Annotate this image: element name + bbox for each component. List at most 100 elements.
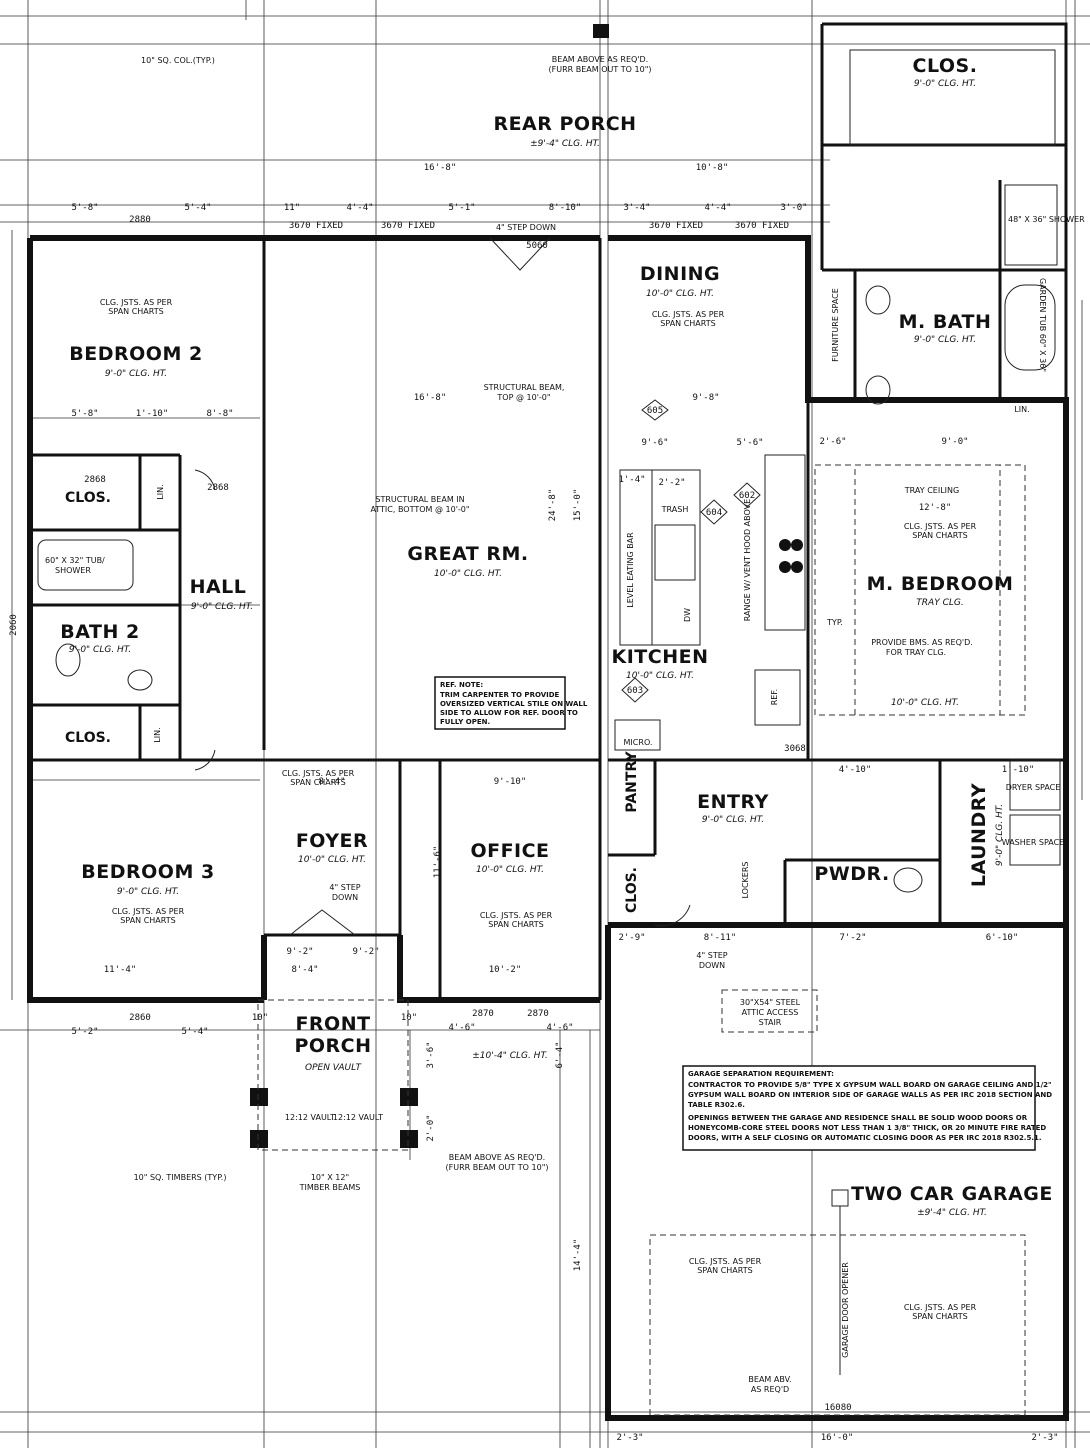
master-bedroom-label: M. BEDROOM — [867, 573, 1014, 595]
front-porch-label-2: PORCH — [294, 1035, 371, 1057]
entry-label: ENTRY — [697, 791, 769, 813]
dim: 9'-2" — [286, 947, 313, 957]
note-joists-foyer-1: CLG. JSTS. AS PER — [282, 769, 355, 778]
note-joists-1: CLG. JSTS. AS PER — [100, 298, 173, 307]
garage-separation-box: GARAGE SEPARATION REQUIREMENT: CONTRACTO… — [682, 1065, 1052, 1151]
note-joists-mbr-2: SPAN CHARTS — [912, 531, 967, 540]
garden-tub — [1004, 284, 1056, 371]
note-attic-stair-2: ATTIC ACCESS — [742, 1008, 799, 1017]
dim: 9'-8" — [692, 393, 719, 403]
note-vault-left: 12:12 VAULT — [285, 1113, 335, 1122]
dim: 4'-6" — [448, 1023, 475, 1033]
office-clg: 10'-0" CLG. HT. — [476, 865, 544, 875]
pantry-label: PANTRY — [624, 751, 640, 813]
note-lin-2: LIN. — [153, 727, 162, 742]
note-garage-opener: GARAGE DOOR OPENER — [841, 1262, 850, 1358]
dim: 2870 — [472, 1009, 494, 1019]
toilet — [55, 643, 81, 677]
note-lin-1: LIN. — [156, 484, 165, 499]
note-step-foyer-1: 4" STEP — [329, 883, 360, 892]
dim: 2880 — [129, 215, 151, 225]
garage-sep-title: GARAGE SEPARATION REQUIREMENT: — [688, 1070, 834, 1078]
note-joists-garage2-1: CLG. JSTS. AS PER — [904, 1303, 977, 1312]
note-joists-dining-1: CLG. JSTS. AS PER — [652, 310, 725, 319]
master-bath-label: M. BATH — [899, 311, 992, 333]
dim: 3'-6" — [426, 1041, 436, 1068]
elevation-tags: 605 604 602 603 — [621, 399, 761, 703]
dim: 5060 — [526, 241, 548, 251]
sink — [865, 285, 891, 315]
foyer-clg: 10'-0" CLG. HT. — [298, 855, 366, 865]
laundry-label: LAUNDRY — [968, 783, 990, 887]
dim: 5'-4" — [184, 203, 211, 213]
dim: 8'-4" — [318, 777, 345, 787]
dim: 9'-2" — [352, 947, 379, 957]
note-tub-shower-2: SHOWER — [55, 566, 91, 575]
sink — [865, 375, 891, 405]
dim: 2'-3" — [616, 1433, 643, 1443]
dim: 10" — [401, 1013, 417, 1023]
note-timbers-typ: 10" SQ. TIMBERS (TYP.) — [134, 1173, 227, 1182]
dim: 3670 FIXED — [289, 221, 343, 231]
dim: 3670 FIXED — [381, 221, 435, 231]
note-typ: TYP. — [826, 618, 843, 627]
note-attic-stair-1: 30"X54" STEEL — [740, 998, 801, 1007]
shower — [1004, 184, 1058, 266]
bath2-label: BATH 2 — [60, 621, 139, 643]
note-tray-ceiling: TRAY CEILING — [904, 486, 959, 495]
note-timber-beams-2: TIMBER BEAMS — [299, 1183, 361, 1192]
dim: 5'-1" — [448, 203, 475, 213]
notes: 10" SQ. COL.(TYP.) BEAM ABOVE AS REQ'D. … — [45, 55, 1085, 1394]
note-beam-garage-2: AS REQ'D — [751, 1385, 789, 1394]
tag-605: 605 — [641, 399, 669, 421]
note-step-garage-1: 4" STEP — [696, 951, 727, 960]
note-garden-tub: GARDEN TUB 60" X 36" — [1038, 278, 1047, 372]
note-micro: MICRO. — [624, 738, 653, 747]
refrigerator — [754, 669, 801, 726]
dim: 3068 — [784, 744, 806, 754]
dim: 3670 FIXED — [649, 221, 703, 231]
dim: 1'-10" — [136, 409, 169, 419]
door-swing — [289, 909, 356, 936]
kitchen-clg: 10'-0" CLG. HT. — [626, 671, 694, 681]
dim: 2'-2" — [658, 478, 685, 488]
rear-porch-label: REAR PORCH — [493, 113, 636, 135]
dim: 4'-6" — [546, 1023, 573, 1033]
dim: 5'-6" — [736, 438, 763, 448]
ref-note-line: TRIM CARPENTER TO PROVIDE — [440, 691, 560, 699]
note-step-garage-2: DOWN — [699, 961, 725, 970]
note-joists-garage2-2: SPAN CHARTS — [912, 1312, 967, 1321]
tub — [37, 539, 134, 591]
dim: 3'-0" — [780, 203, 807, 213]
dim: 5'-4" — [181, 1027, 208, 1037]
dim: 2868 — [84, 475, 106, 485]
sink — [654, 524, 696, 581]
range-counter — [764, 454, 806, 631]
garage-sep-line: HONEYCOMB-CORE STEEL DOORS NOT LESS THAN… — [688, 1124, 1046, 1132]
note-beam-rear-2: (FURR BEAM OUT TO 10") — [549, 65, 652, 74]
entry-clg: 9'-0" CLG. HT. — [702, 815, 764, 825]
dim: 5'-2" — [71, 1027, 98, 1037]
room-labels: REAR PORCH ±9'-4" CLG. HT. DINING 10'-0"… — [60, 55, 1052, 1218]
timber-post — [400, 1130, 418, 1148]
note-master-clg: 10'-0" CLG. HT. — [891, 698, 959, 708]
dim: 11'-6" — [433, 846, 443, 879]
svg-text:603: 603 — [627, 686, 643, 696]
dim: 15'-0" — [573, 489, 583, 522]
dim: 2'-6" — [819, 437, 846, 447]
dim: 9'-0" — [941, 437, 968, 447]
tag-603: 603 — [621, 677, 649, 703]
range-burner — [791, 539, 803, 551]
note-timber-beams-1: 10" X 12" — [311, 1173, 349, 1182]
column — [593, 24, 609, 38]
dim: 1'-10" — [1002, 765, 1035, 775]
dim: 16'-0" — [821, 1433, 854, 1443]
note-shower: 48" X 36" SHOWER — [1008, 215, 1085, 224]
closet-b-label: CLOS. — [65, 730, 111, 746]
bath-fixtures — [37, 184, 1061, 893]
powder-label: PWDR. — [814, 863, 889, 885]
note-joists-foyer-2: SPAN CHARTS — [290, 778, 345, 787]
dim: 5'-8" — [71, 409, 98, 419]
note-lin-3: LIN. — [1014, 405, 1029, 414]
dim: 2'-3" — [1031, 1433, 1058, 1443]
